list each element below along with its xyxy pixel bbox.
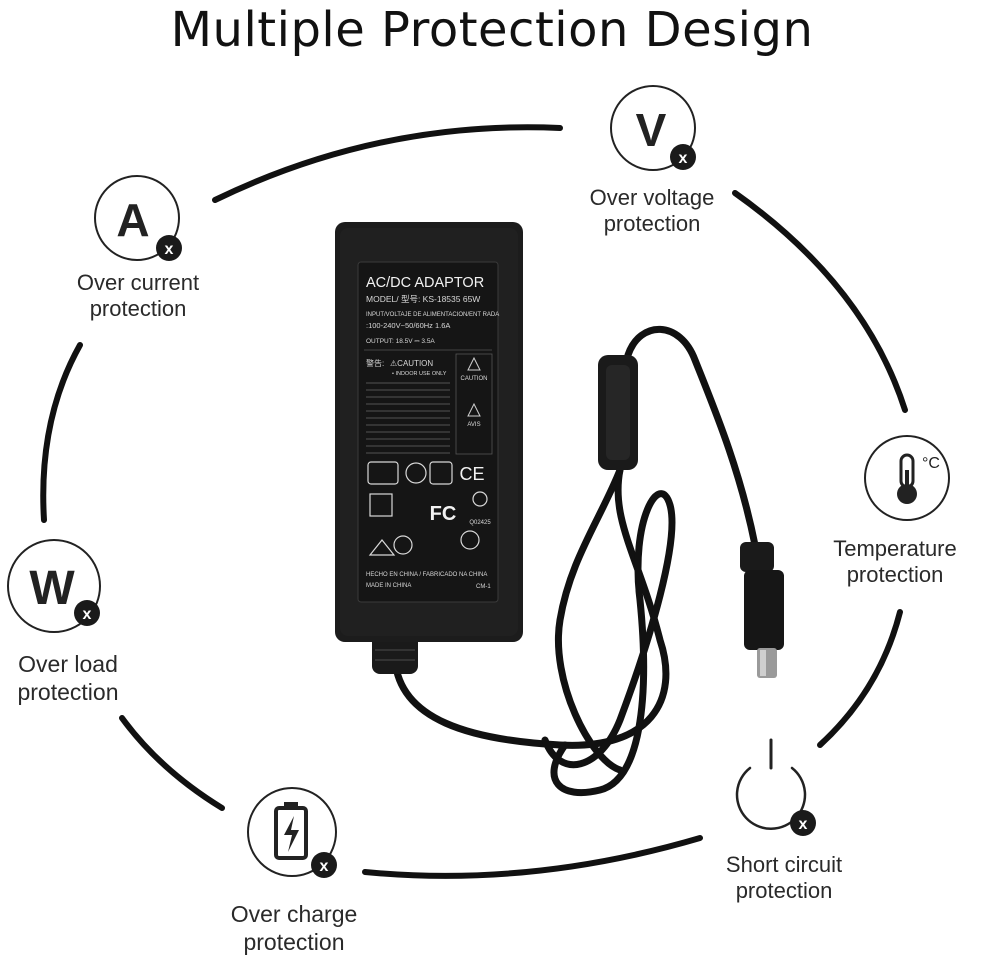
- svg-text:MADE IN CHINA: MADE IN CHINA: [366, 583, 411, 589]
- svg-text:INPUT/VOLTAJE DE ALIMENTACION/: INPUT/VOLTAJE DE ALIMENTACION/ENT RADA: [366, 312, 499, 318]
- over-load-label: Over load protection: [17, 651, 119, 705]
- ring-arc-bottom-left: [119, 715, 225, 811]
- svg-text:OUTPUT: 18.5V ⎓ 3.5A: OUTPUT: 18.5V ⎓ 3.5A: [366, 338, 435, 345]
- svg-text:HECHO EN CHINA / FABRICADO NA: HECHO EN CHINA / FABRICADO NA CHINA: [366, 572, 487, 578]
- over-load-icon: W x: [7, 539, 101, 633]
- dc-plug: [740, 542, 784, 678]
- fc-mark: FC: [430, 503, 457, 525]
- short-circuit-icon: x: [735, 738, 816, 836]
- over-current-icon: A x: [94, 175, 182, 261]
- ring-arc-left: [40, 342, 83, 523]
- thermometer-icon: °C: [864, 435, 950, 521]
- ring-arc-bottom-right: [362, 835, 703, 879]
- svg-text:CAUTION: CAUTION: [461, 376, 488, 382]
- power-icon: [735, 766, 807, 830]
- warning-icon: [467, 402, 481, 417]
- ce-mark: CE: [459, 464, 484, 484]
- svg-text:CM-1: CM-1: [476, 584, 491, 590]
- over-charge-icon: x: [247, 787, 337, 878]
- certification-marks: [367, 461, 488, 556]
- svg-text:x: x: [165, 241, 174, 258]
- over-voltage-label: Over voltage protection: [589, 185, 715, 236]
- svg-text:x: x: [799, 816, 808, 833]
- svg-text:MODEL/ 型号: KS-18535 65W: MODEL/ 型号: KS-18535 65W: [366, 294, 480, 304]
- watt-letter: W: [29, 562, 75, 615]
- volt-letter: V: [636, 104, 667, 156]
- over-current-label: Over current protection: [76, 270, 200, 321]
- x-badge-icon: [670, 144, 696, 170]
- x-badge-icon: [74, 600, 100, 626]
- x-badge-icon: [156, 235, 182, 261]
- svg-text:x: x: [83, 606, 92, 623]
- over-voltage-icon: V x: [610, 85, 696, 171]
- celsius-unit: °C: [922, 455, 940, 472]
- adapter-brick: AC/DC ADAPTOR MODEL/ 型号: KS-18535 65W IN…: [335, 222, 523, 642]
- protection-ring: [40, 124, 908, 879]
- over-charge-label: Over charge protection: [230, 901, 358, 955]
- temperature-label: Temperature protection: [833, 536, 957, 587]
- ring-arc-top: [212, 124, 563, 203]
- x-badge-icon: [790, 810, 816, 836]
- svg-text:Q02425: Q02425: [469, 520, 491, 526]
- page-title: Multiple Protection Design: [170, 2, 814, 58]
- svg-text:x: x: [320, 858, 329, 875]
- short-circuit-label: Short circuit protection: [725, 852, 843, 903]
- svg-text:AVIS: AVIS: [467, 422, 480, 428]
- x-badge-icon: [311, 852, 337, 878]
- svg-text::100-240V~50/60Hz 1.6A: :100-240V~50/60Hz 1.6A: [366, 321, 450, 330]
- svg-text:x: x: [679, 150, 688, 167]
- svg-text:• INDOOR USE ONLY: • INDOOR USE ONLY: [392, 371, 447, 377]
- svg-text:⚠CAUTION: ⚠CAUTION: [390, 359, 433, 368]
- label-heading: AC/DC ADAPTOR: [366, 275, 484, 291]
- ring-arc-right: [817, 609, 903, 748]
- ring-arc-top-right: [732, 190, 908, 413]
- svg-text:警告:: 警告:: [366, 358, 384, 368]
- power-cable: [391, 325, 759, 797]
- ampere-letter: A: [116, 194, 149, 246]
- warning-icon: [467, 356, 481, 371]
